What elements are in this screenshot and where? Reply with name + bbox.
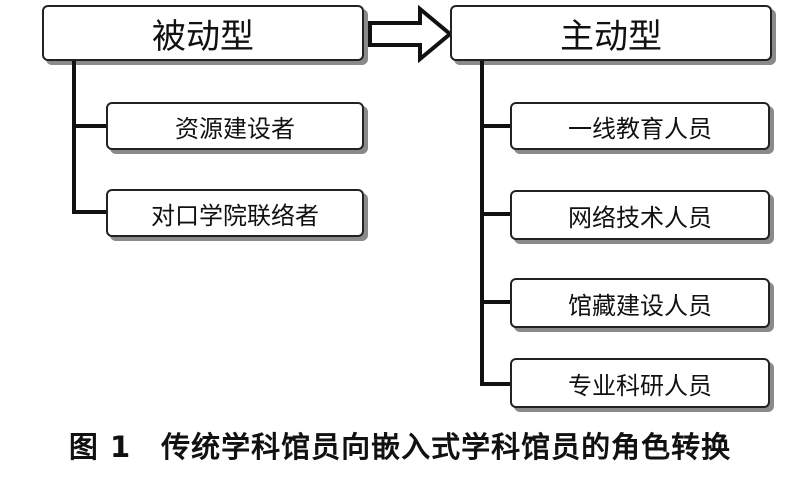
passive-role-label: 对口学院联络者	[151, 201, 319, 230]
active-type-title: 主动型	[560, 16, 662, 57]
active-connector-vertical	[480, 61, 484, 386]
active-role-label: 网络技术人员	[568, 203, 712, 232]
active-type-box: 主动型	[450, 5, 772, 61]
passive-role-resource-builder: 资源建设者	[106, 102, 364, 150]
active-role-frontline-educator: 一线教育人员	[510, 102, 770, 150]
passive-connector-branch-1	[72, 124, 108, 128]
active-connector-branch-4	[480, 382, 516, 386]
figure-caption-text: 传统学科馆员向嵌入式学科馆员的角色转换	[161, 430, 732, 464]
active-role-label: 专业科研人员	[568, 371, 712, 400]
active-role-network-technician: 网络技术人员	[510, 190, 770, 240]
active-role-collection-builder: 馆藏建设人员	[510, 278, 770, 328]
figure-caption: 图 1 传统学科馆员向嵌入式学科馆员的角色转换	[0, 420, 800, 470]
thick-right-arrow-icon	[368, 5, 453, 63]
passive-role-college-liaison: 对口学院联络者	[106, 189, 364, 237]
passive-connector-vertical	[72, 61, 76, 214]
active-connector-branch-1	[480, 124, 516, 128]
figure-number: 图 1	[68, 430, 132, 464]
active-role-label: 一线教育人员	[568, 114, 712, 143]
active-connector-branch-2	[480, 212, 516, 216]
active-role-label: 馆藏建设人员	[568, 291, 712, 320]
passive-connector-branch-2	[72, 210, 108, 214]
active-connector-branch-3	[480, 300, 516, 304]
active-role-research-specialist: 专业科研人员	[510, 358, 770, 408]
passive-type-box: 被动型	[42, 5, 364, 61]
passive-role-label: 资源建设者	[175, 114, 295, 143]
passive-type-title: 被动型	[152, 16, 254, 57]
